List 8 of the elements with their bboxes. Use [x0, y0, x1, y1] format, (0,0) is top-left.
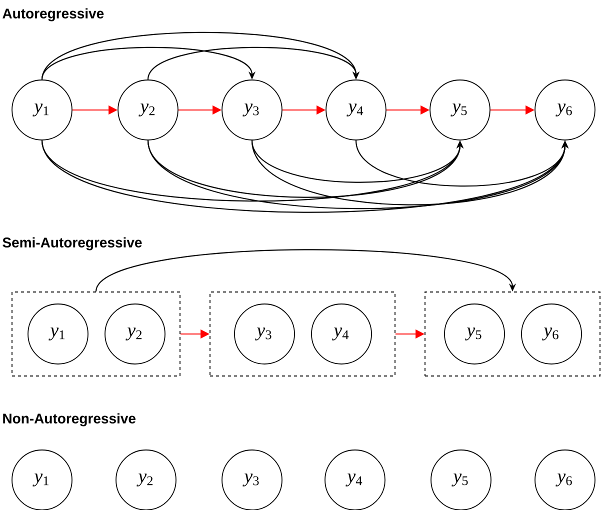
section-heading: Autoregressive — [2, 8, 104, 22]
section-heading: Semi-Autoregressive — [2, 237, 142, 250]
arrow — [148, 46, 360, 80]
arrow — [42, 46, 256, 80]
group-box — [424, 292, 600, 376]
group-box — [210, 292, 396, 376]
section-heading: Non-Autoregressive — [3, 413, 136, 426]
group-box — [12, 292, 180, 376]
